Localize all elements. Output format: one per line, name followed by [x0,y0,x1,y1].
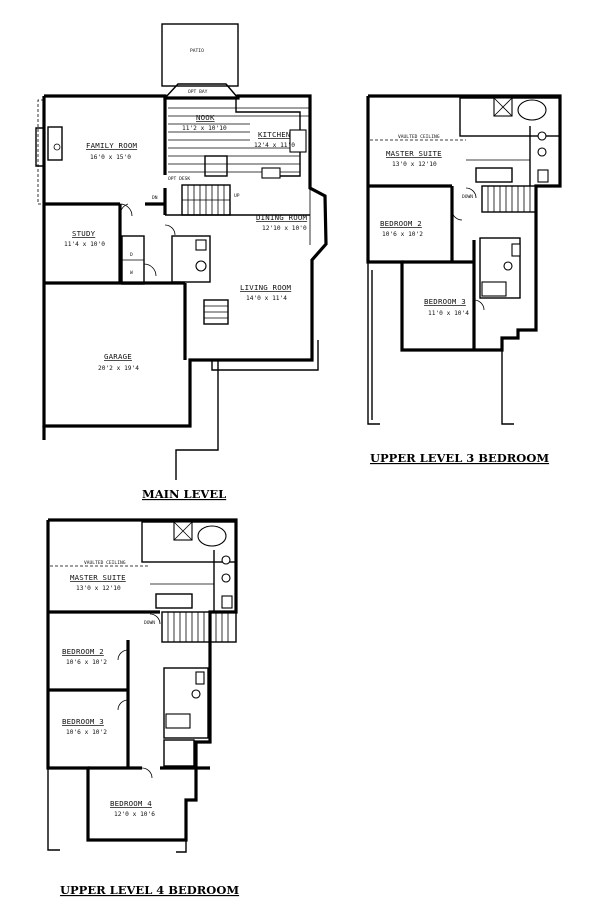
garage-dim: 20'2 x 19'4 [98,365,139,372]
upper3-hall-bath [479,237,521,299]
upper4-master-label: MASTER SUITE [70,573,126,582]
upper3-bed2-dim: 10'6 x 10'2 [382,231,423,238]
study-dim: 11'4 x 10'0 [64,241,105,248]
opt-bay-outline [164,83,239,99]
stair-down-label: DN [152,195,158,201]
upper4-down-label: DOWN [144,620,155,626]
front-porch [190,340,319,371]
living-room-dim: 14'0 x 11'4 [246,295,287,302]
upper4-bed2-dim: 10'6 x 10'2 [66,659,107,666]
washer-label: W [130,270,133,276]
range [289,129,307,153]
upper-3-bedroom-title: UPPER LEVEL 3 BEDROOM [370,451,549,465]
dining-room-dim: 12'10 x 10'0 [262,225,307,232]
upper3-bed2-label: BEDROOM 2 [380,219,422,228]
nook-dim: 11'2 x 10'10 [182,125,227,132]
main-level-title: MAIN LEVEL [142,487,226,501]
dryer-label: D [130,252,133,258]
kitchen-tile-hatch [168,107,310,173]
fireplace [35,127,44,167]
upper4-stair [161,611,237,643]
upper3-tub [517,99,547,121]
patio-outline [161,23,239,87]
opt-desk-label: OPT DESK [168,176,190,182]
upper3-down-label: DOWN [462,194,473,200]
upper4-bed4-dim: 12'0 x 10'6 [114,811,155,818]
upper4-tub [197,525,227,547]
patio-label: PATIO [190,48,204,54]
kitchen-label: KITCHEN [258,130,291,139]
nook-label: NOOK [196,113,215,122]
main-stair [181,184,231,216]
main-level-plan: PATIO OPT BAY NOOK 11'2 x 10'10 KITCHEN … [35,23,328,480]
upper-3-bedroom-plan: VAULTED CEILING MASTER SUITE 13'0 x 12'1… [366,94,562,425]
main-outer-wall [42,94,328,428]
family-room-dim: 16'0 x 15'0 [90,154,131,161]
dining-room-label: DINING ROOM [256,213,307,222]
powder-room [171,235,211,283]
stair-up-label: UP [234,193,240,199]
upper3-master-label: MASTER SUITE [386,149,442,158]
upper-4-bedroom-title: UPPER LEVEL 4 BEDROOM [60,883,239,897]
upper4-bed3-dim: 10'6 x 10'2 [66,729,107,736]
upper3-bed3-dim: 11'0 x 10'4 [428,310,469,317]
upper4-hall-bath [163,667,209,739]
garage-label: GARAGE [104,352,132,361]
living-room-label: LIVING ROOM [240,283,291,292]
upper4-vaulted-label: VAULTED CEILING [84,560,126,566]
upper4-bed2-label: BEDROOM 2 [62,647,104,656]
upper3-vaulted-label: VAULTED CEILING [398,134,440,140]
upper-4-bedroom-plan: VAULTED CEILING MASTER SUITE 13'0 x 12'1… [46,518,238,853]
kitchen-dim: 12'4 x 11'0 [254,142,295,149]
study-label: STUDY [72,229,96,238]
upper4-master-dim: 13'0 x 12'10 [76,585,121,592]
upper4-bed3-label: BEDROOM 3 [62,717,104,726]
family-room-label: FAMILY ROOM [86,141,137,150]
kitchen-counter [235,98,301,177]
opt-bay-label: OPT BAY [188,89,208,95]
sink [261,167,281,179]
fireplace-hearth [47,126,63,161]
upper3-stair [481,185,537,213]
upper3-master-dim: 13'0 x 12'10 [392,161,437,168]
upper3-bed3-label: BEDROOM 3 [424,297,466,306]
upper4-bed4-label: BEDROOM 4 [110,799,152,808]
